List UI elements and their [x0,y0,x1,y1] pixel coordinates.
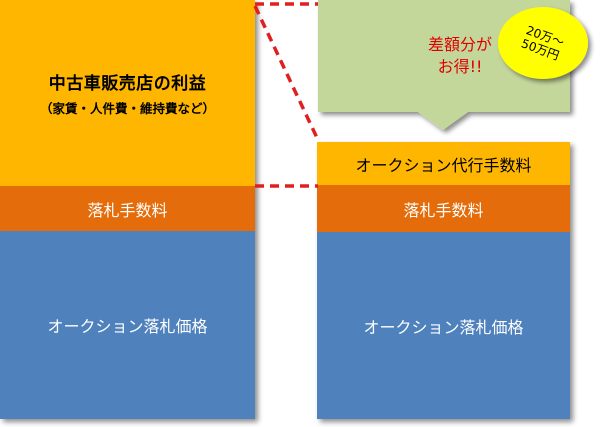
dealer-profit-title: 中古車販売店の利益 [48,74,207,94]
savings-badge: 20万～ 50万円 [497,5,589,81]
savings-badge-text: 20万～ 50万円 [520,23,566,63]
agency-fee-block: オークション代行手数料 [317,142,570,185]
right-winning-bid-fee-label: 落札手数料 [403,200,484,220]
savings-callout-text: 差額分が お得!! [390,34,530,78]
dealer-profit-block: 中古車販売店の利益 （家賃・人件費・維持費など） [0,0,255,186]
left-winning-bid-fee-block: 落札手数料 [0,186,255,231]
left-auction-price-block: オークション落札価格 [0,231,255,419]
savings-callout-line1: 差額分が [427,35,492,54]
right-auction-price-block: オークション落札価格 [317,232,570,419]
agency-fee-label: オークション代行手数料 [355,155,532,175]
right-winning-bid-fee-block: 落札手数料 [317,185,570,232]
savings-callout-line2: お得!! [437,57,483,76]
right-auction-price-label: オークション落札価格 [363,317,524,337]
right-price-breakdown: オークション代行手数料 落札手数料 オークション落札価格 [317,142,570,419]
left-auction-price-label: オークション落札価格 [47,317,208,336]
savings-badge-circle [498,7,588,79]
left-winning-bid-fee-label: 落札手数料 [87,200,168,220]
left-price-breakdown: 中古車販売店の利益 （家賃・人件費・維持費など） 落札手数料 オークション落札価… [0,0,255,419]
dealer-profit-subtitle: （家賃・人件費・維持費など） [39,101,215,116]
